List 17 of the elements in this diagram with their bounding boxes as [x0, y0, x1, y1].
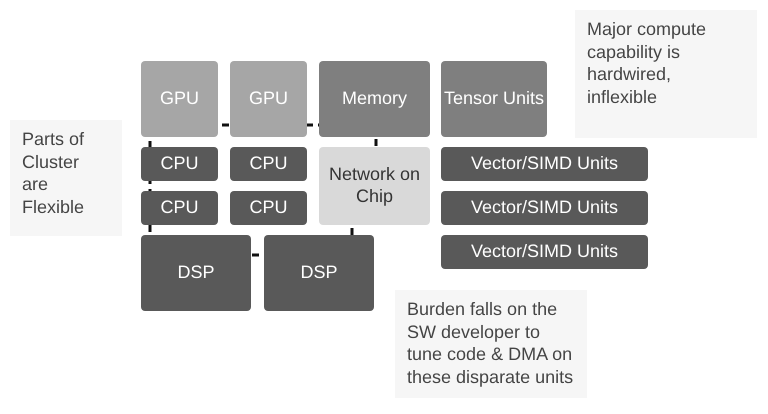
- unit-block: GPU: [230, 61, 307, 137]
- unit-block: CPU: [141, 191, 218, 225]
- unit-block: Network on Chip: [319, 147, 430, 225]
- unit-block: GPU: [141, 61, 218, 137]
- unit-block: CPU: [230, 147, 307, 181]
- unit-block: Vector/SIMD Units: [441, 147, 648, 181]
- note-text: Parts of Cluster are Flexible: [10, 120, 122, 236]
- unit-block: Memory: [319, 61, 430, 137]
- note-text: Burden falls on the SW developer to tune code & DMA on these disparate units: [395, 290, 587, 398]
- unit-block: DSP: [141, 235, 251, 311]
- unit-block: CPU: [141, 147, 218, 181]
- unit-block: DSP: [264, 235, 374, 311]
- unit-block: Tensor Units: [441, 61, 547, 137]
- note-text: Major compute capability is hardwired, inflexible: [575, 10, 757, 138]
- unit-block: Vector/SIMD Units: [441, 235, 648, 269]
- unit-block: CPU: [230, 191, 307, 225]
- unit-block: Vector/SIMD Units: [441, 191, 648, 225]
